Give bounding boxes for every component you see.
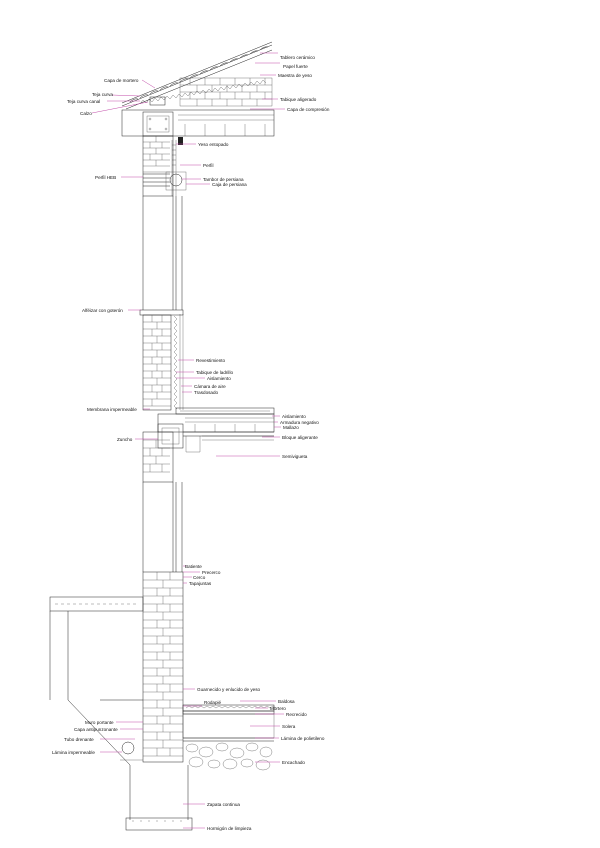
label-cerco: Cerco	[193, 575, 206, 580]
label-hormigon-de-limpieza: Hormigón de limpieza	[207, 826, 252, 831]
foundation	[125, 765, 193, 831]
label-solera: Solera	[282, 724, 296, 729]
label-batiente: Batiente	[185, 564, 202, 569]
label-precerco: Precerco	[202, 570, 221, 575]
window-wall	[142, 196, 183, 310]
label-capa-antipunzonante: Capa antipunzonante	[74, 727, 118, 732]
label-capa-de-compresion: Capa de compresión	[287, 107, 330, 112]
label-tabique-aligerado: Tabique aligerado	[280, 97, 317, 102]
label-tapajuntas: Tapajuntas	[189, 581, 212, 586]
label-muro-portante: Muro portante	[85, 720, 114, 725]
label-alfeizar-con-goteron: Alféizar con goterón	[82, 308, 123, 313]
label-maestra-de-yeso: Maestra de yeso	[278, 73, 312, 78]
lintel-zone	[142, 135, 187, 197]
label-aislamiento-1: Aislamiento	[207, 376, 231, 381]
label-lamina-impermeable: Lámina impermeable	[52, 750, 95, 755]
label-armadura-negativo: Armadura negativo	[280, 420, 319, 425]
label-baldosa: Baldosa	[278, 699, 295, 704]
ground-slab	[182, 704, 277, 771]
label-bloque-aligerante: Bloque aligerante	[282, 435, 318, 440]
label-guarnecido-enlucido: Guarnecido y enlucido de yeso	[197, 687, 261, 692]
label-tabique-de-ladrillo: Tabique de ladrillo	[196, 370, 233, 375]
label-revestimiento: Revestimiento	[196, 358, 226, 363]
lower-wall	[142, 431, 183, 572]
label-membrana-impermeable: Membrana impermeable	[87, 407, 137, 412]
gravel-fill	[185, 742, 273, 771]
label-rodapie: Rodapié	[204, 700, 222, 705]
floor-slab	[157, 407, 275, 453]
annotation-labels: Tablero cerámico Papel fuerte Capa de mo…	[52, 55, 330, 831]
cavity-wall	[139, 309, 184, 411]
label-camara-de-aire: Cámara de aire	[194, 384, 226, 389]
label-perfil: Perfil	[203, 163, 213, 168]
label-papel-fuerte: Papel fuerte	[283, 64, 308, 69]
label-tubo-drenante: Tubo drenante	[64, 737, 94, 742]
label-zapata-continua: Zapata continua	[207, 802, 240, 807]
label-mallazo: Mallazo	[283, 425, 299, 430]
roof-tiles	[129, 46, 269, 103]
label-tablero-ceramico: Tablero cerámico	[280, 55, 315, 60]
ground-wall	[49, 571, 184, 766]
label-teja-curva: Teja curva	[92, 92, 113, 97]
label-tambor-de-persiana: Tambor de persiana	[203, 177, 244, 182]
label-zuncho: Zuncho	[117, 437, 133, 442]
leader-lines	[91, 52, 285, 829]
roof-assembly	[121, 41, 275, 145]
label-perfil-heb: Perfil HEB	[95, 175, 116, 180]
label-teja-curva-canal: Teja curva canal	[67, 99, 100, 104]
label-encachado: Encachado	[282, 760, 305, 765]
label-yeso-entopado: Yeso entopado	[198, 142, 229, 147]
label-trasdosado: Trasdosado	[194, 390, 219, 395]
label-lamina-de-polietileno: Lámina de polietileno	[281, 736, 325, 741]
label-caja-de-persiana: Caja de persiana	[212, 182, 247, 187]
label-calzo: Calzo	[80, 111, 92, 116]
label-capa-de-mortero: Capa de mortero	[104, 78, 139, 83]
label-mortero: Mortero	[270, 706, 286, 711]
label-recrecido: Recrecido	[286, 712, 307, 717]
label-semivigueta: Semivigueta	[282, 454, 308, 459]
label-aislamiento-2: Aislamiento	[282, 414, 306, 419]
